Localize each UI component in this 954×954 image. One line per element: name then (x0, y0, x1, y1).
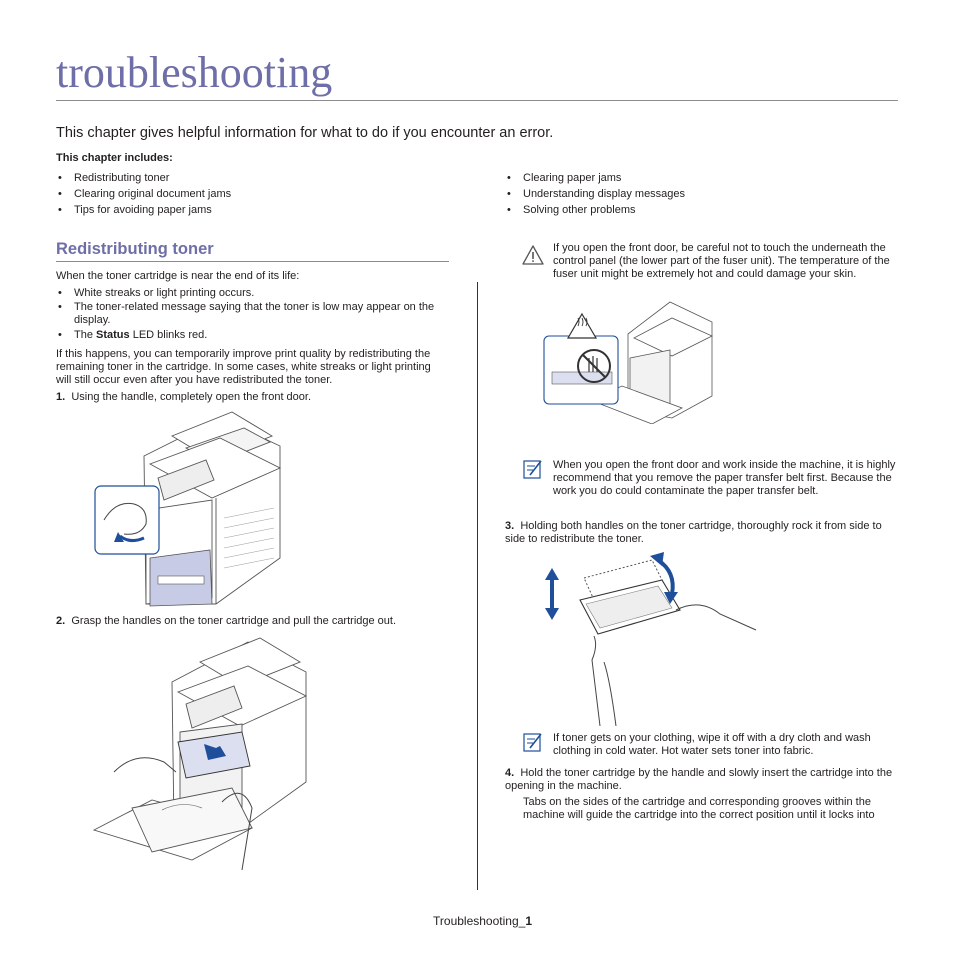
step-2-number: 2. (56, 615, 66, 627)
section-lead: When the toner cartridge is near the end… (56, 270, 300, 282)
symptom-item: The toner-related message saying that th… (56, 301, 448, 327)
includes-link-clearing-paper-jams[interactable]: Clearing paper jams (505, 170, 885, 186)
step-1-text: Using the handle, completely open the fr… (71, 391, 312, 403)
warning-icon (522, 245, 544, 265)
page-footer: Troubleshooting_1 (0, 914, 532, 928)
symptom-item: White streaks or light printing occurs. (56, 286, 448, 300)
step-2-text: Grasp the handles on the toner cartridge… (71, 615, 397, 627)
chapter-intro: This chapter gives helpful information f… (56, 125, 554, 141)
symptom-item-status: The Status LED blinks red. (56, 328, 448, 342)
includes-list-left: Redistributing toner Clearing original d… (56, 170, 436, 218)
step-4-number: 4. (505, 767, 515, 779)
page-title: troubleshooting (56, 48, 333, 97)
step-3: 3. Holding both handles on the toner car… (505, 520, 898, 546)
note-icon (523, 460, 542, 479)
step-4-text: Hold the toner cartridge by the handle a… (505, 767, 893, 792)
includes-link-redistributing-toner[interactable]: Redistributing toner (56, 170, 436, 186)
symptom-list: White streaks or light printing occurs. … (56, 286, 448, 342)
step-3-text: Holding both handles on the toner cartri… (505, 520, 882, 545)
status-prefix: The (74, 329, 97, 341)
step-3-number: 3. (505, 520, 515, 532)
remove-cartridge-illustration (92, 637, 308, 871)
fuser-hazard-illustration (543, 301, 713, 424)
status-bold: Status (96, 329, 130, 341)
footer-label: Troubleshooting_ (433, 914, 526, 928)
step-1: 1. Using the handle, completely open the… (56, 391, 446, 404)
column-divider (477, 282, 478, 890)
includes-link-tips-paper-jams[interactable]: Tips for avoiding paper jams (56, 202, 436, 218)
step-1-number: 1. (56, 391, 66, 403)
includes-link-display-messages[interactable]: Understanding display messages (505, 186, 885, 202)
note-icon (523, 733, 542, 752)
section-divider (56, 261, 449, 262)
toner-clothing-note: If toner gets on your clothing, wipe it … (553, 732, 871, 757)
transfer-belt-note: When you open the front door and work in… (553, 459, 896, 497)
step-4: 4. Hold the toner cartridge by the handl… (505, 767, 898, 793)
section-heading: Redistributing toner (56, 240, 214, 258)
printer-open-door-illustration (94, 411, 282, 607)
title-divider (56, 100, 898, 101)
includes-link-clearing-document-jams[interactable]: Clearing original document jams (56, 186, 436, 202)
includes-list-right: Clearing paper jams Understanding displa… (505, 170, 885, 218)
step-4-continued: Tabs on the sides of the cartridge and c… (523, 796, 875, 821)
includes-label: This chapter includes: (56, 152, 173, 164)
status-suffix: LED blinks red. (129, 329, 208, 341)
hot-fuser-warning: If you open the front door, be careful n… (553, 242, 890, 280)
rock-cartridge-illustration (545, 552, 757, 726)
section-explanation: If this happens, you can temporarily imp… (56, 348, 431, 386)
page-number: 1 (525, 914, 532, 928)
step-2: 2. Grasp the handles on the toner cartri… (56, 615, 446, 628)
includes-link-other-problems[interactable]: Solving other problems (505, 202, 885, 218)
